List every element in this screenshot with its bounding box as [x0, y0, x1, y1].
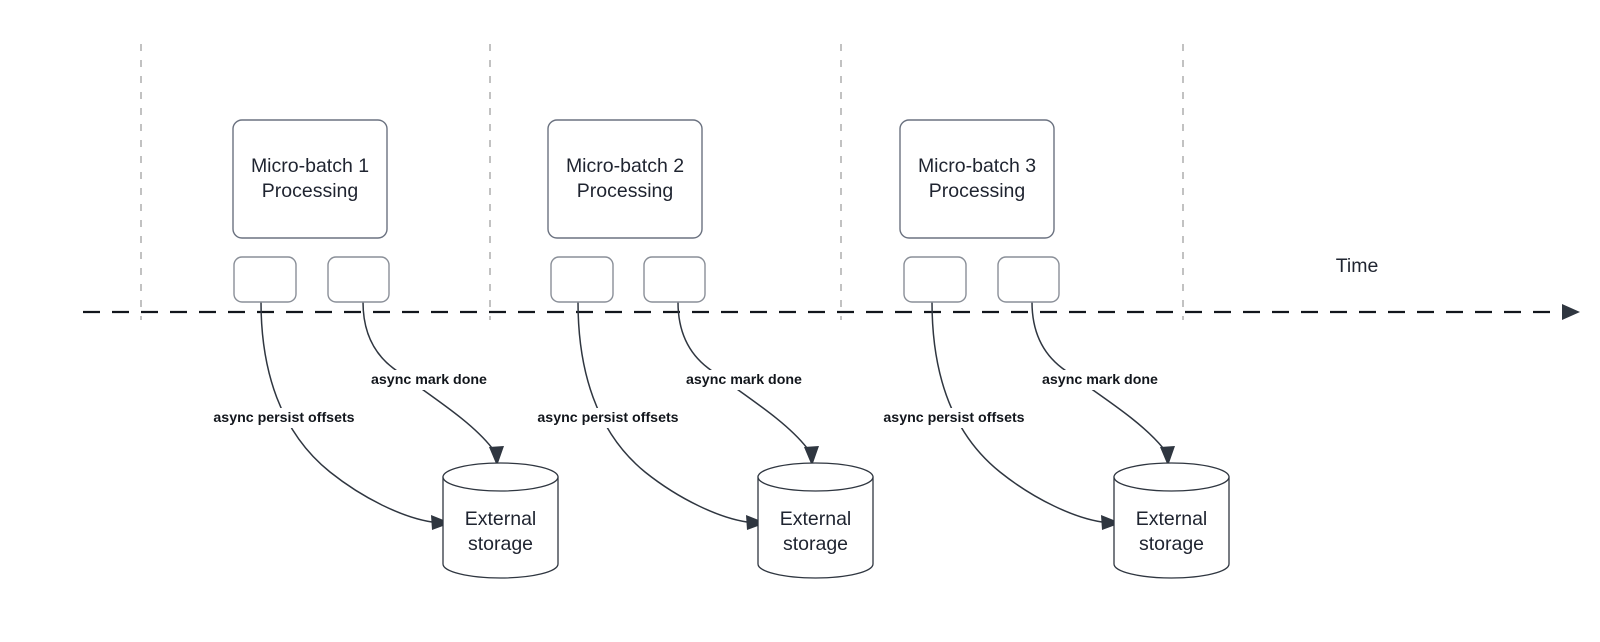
edge-mark-done-arrowhead: [1160, 446, 1175, 466]
process-label-line1: Micro-batch 3: [918, 155, 1036, 177]
edge-mark-done-label: async mark done: [1042, 372, 1158, 388]
edge-persist-offsets-path: [931, 301, 1103, 523]
edge-mark-done-label: async mark done: [371, 372, 487, 388]
edge-persist-offsets-label: async persist offsets: [213, 410, 354, 426]
edge-persist-offsets-label: async persist offsets: [537, 410, 678, 426]
process-label-line2: Processing: [577, 180, 673, 202]
edge-mark-done-label-backdrop: [370, 370, 488, 390]
edge-persist-offsets-path: [260, 301, 433, 523]
edge-mark-done-arrowhead: [804, 446, 819, 466]
edge-persist-offsets-label-backdrop: [202, 408, 366, 428]
mini-box-markdone[interactable]: [997, 256, 1060, 303]
mini-box-offsets[interactable]: [233, 256, 297, 303]
edge-persist-offsets-label-backdrop: [872, 408, 1036, 428]
edge-persist-offsets-arrowhead: [431, 515, 451, 530]
timeline-tick-marks: [140, 44, 1184, 320]
process-label-line1: Micro-batch 1: [251, 155, 369, 177]
storage-label-line2: storage: [468, 533, 533, 555]
process-box[interactable]: [899, 119, 1055, 239]
time-axis-arrowhead: [1562, 304, 1580, 320]
mini-box-offsets[interactable]: [550, 256, 614, 303]
edge-mark-done-label: async mark done: [686, 372, 802, 388]
edge-persist-offsets-arrowhead: [746, 515, 766, 530]
storage-label-line1: External: [780, 508, 852, 530]
process-label-line2: Processing: [262, 180, 358, 202]
storage-cylinder-top: [1113, 462, 1230, 492]
group-2: External storage async persist offsets asyn…: [526, 119, 874, 579]
process-label-line2: Processing: [929, 180, 1025, 202]
storage-cylinder-body: [757, 476, 874, 579]
storage-cylinder-top: [442, 462, 559, 492]
process-box[interactable]: [232, 119, 388, 239]
storage-label-line1: External: [465, 508, 537, 530]
process-box[interactable]: [547, 119, 703, 239]
mini-box-markdone[interactable]: [327, 256, 390, 303]
time-axis: [83, 304, 1580, 320]
mini-box-markdone[interactable]: [643, 256, 706, 303]
group-3: External storage async persist offsets asyn…: [872, 119, 1230, 579]
storage-cylinder-body: [442, 476, 559, 579]
mini-box-offsets[interactable]: [903, 256, 967, 303]
time-axis-label-group: Time: [1336, 255, 1379, 277]
process-label-line1: Micro-batch 2: [566, 155, 684, 177]
edge-mark-done-arrowhead: [489, 446, 504, 466]
storage-label-line2: storage: [783, 533, 848, 555]
micro-batch-groups: External storage async persist offsets asyn…: [202, 119, 1230, 579]
edge-mark-done-label-backdrop: [1041, 370, 1159, 390]
edge-persist-offsets-path: [577, 301, 748, 523]
storage-label-line1: External: [1136, 508, 1208, 530]
edge-persist-offsets-arrowhead: [1101, 515, 1121, 530]
time-axis-label: Time: [1336, 255, 1379, 277]
storage-label-line2: storage: [1139, 533, 1204, 555]
storage-cylinder-top: [757, 462, 874, 492]
edge-persist-offsets-label: async persist offsets: [883, 410, 1024, 426]
edge-mark-done-label-backdrop: [685, 370, 803, 390]
storage-cylinder-body: [1113, 476, 1230, 579]
group-1: External storage async persist offsets asyn…: [202, 119, 559, 579]
edge-persist-offsets-label-backdrop: [526, 408, 690, 428]
